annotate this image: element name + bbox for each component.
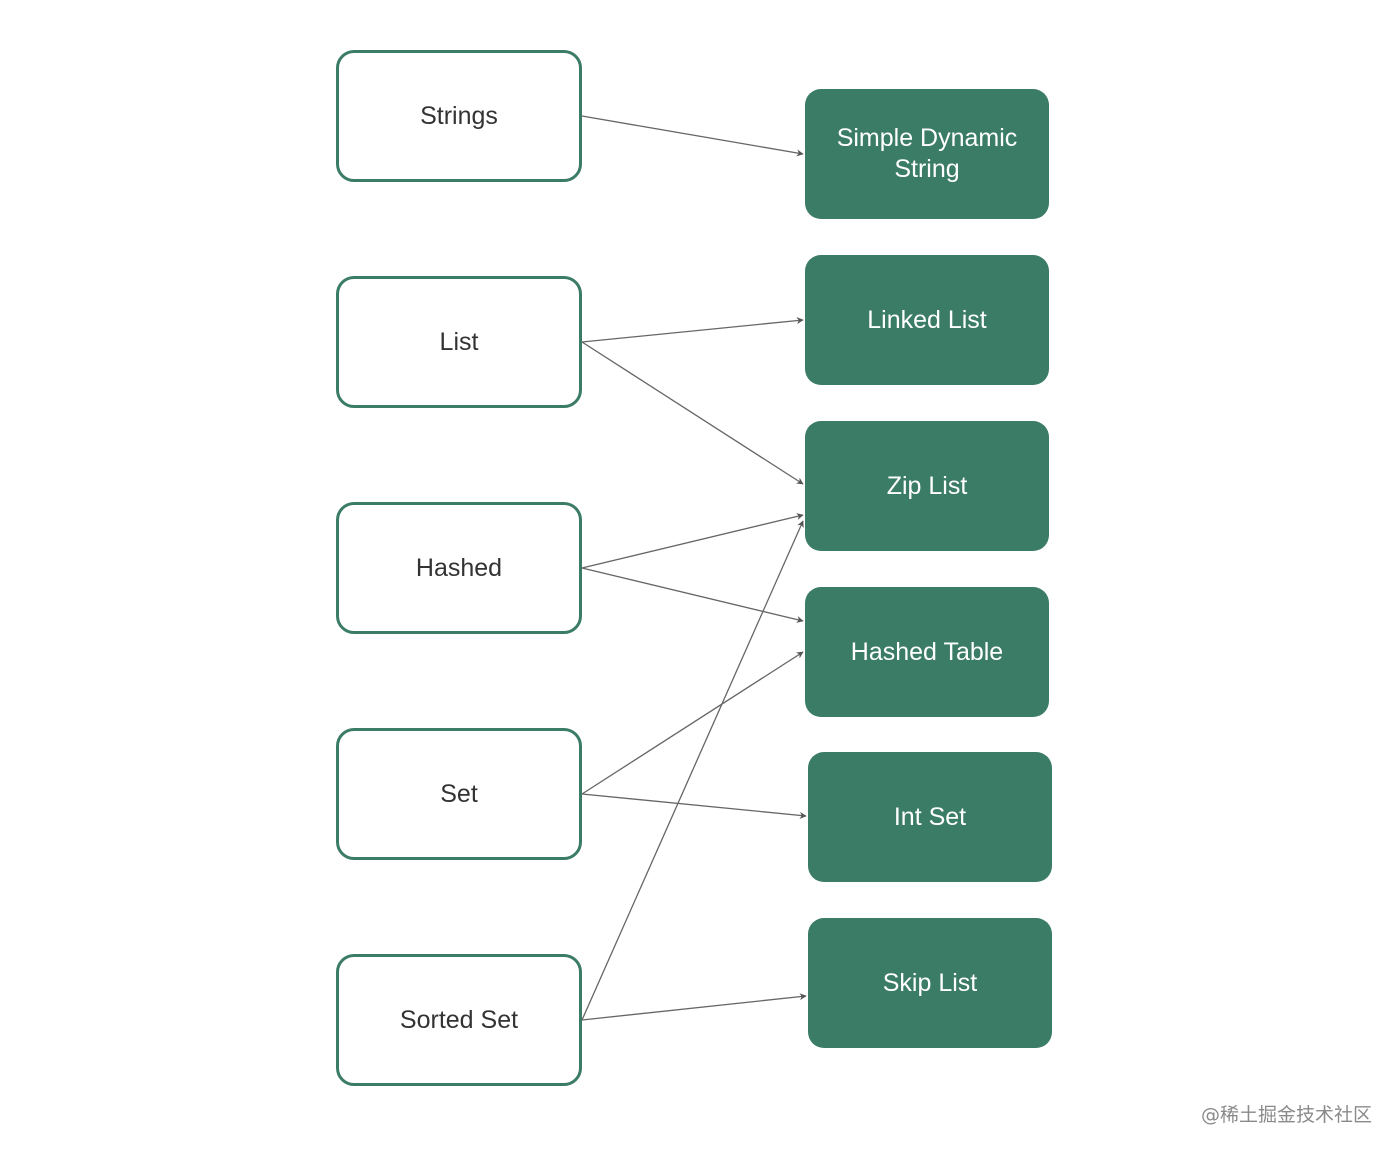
node-linked-list: Linked List [805, 255, 1049, 385]
node-list-label: List [439, 327, 479, 356]
edge-list-to-zip [581, 341, 804, 485]
node-skip-list: Skip List [808, 918, 1052, 1048]
edge-set-to-hashtable [581, 651, 804, 795]
node-simple-dynamic-string-label-line1: Simple Dynamic [836, 124, 1018, 152]
edge-hashed-to-zip [581, 513, 804, 569]
edge-set-to-intset [581, 793, 807, 819]
edge-list-to-linked [581, 317, 804, 343]
node-int-set-label: Int Set [893, 802, 967, 831]
node-hashed-table: Hashed Table [805, 587, 1049, 717]
node-linked-list-label: Linked List [867, 305, 987, 334]
node-strings-label: Strings [420, 101, 498, 130]
node-zip-list: Zip List [805, 421, 1049, 551]
node-sorted-set-label: Sorted Set [399, 1005, 519, 1034]
node-simple-dynamic-string-label-line2: String [894, 155, 960, 183]
edge-sortedset-to-zip [581, 520, 804, 1021]
watermark: @稀土掘金技术社区 [1200, 1104, 1372, 1126]
node-zip-list-label: Zip List [886, 471, 968, 500]
node-hashed-label: Hashed [415, 553, 503, 582]
edge-sortedset-to-skiplist [581, 993, 807, 1021]
node-sorted-set: Sorted Set [336, 954, 582, 1086]
node-hashed-table-label: Hashed Table [850, 637, 1004, 666]
node-set: Set [336, 728, 582, 860]
node-set-label: Set [440, 779, 478, 808]
node-hashed: Hashed [336, 502, 582, 634]
edge-hashed-to-hashtable [581, 567, 804, 623]
node-simple-dynamic-string: Simple Dynamic String [805, 89, 1049, 219]
node-int-set: Int Set [808, 752, 1052, 882]
node-strings: Strings [336, 50, 582, 182]
node-skip-list-label: Skip List [882, 968, 978, 997]
edge-strings-to-sds [581, 115, 804, 157]
node-list: List [336, 276, 582, 408]
